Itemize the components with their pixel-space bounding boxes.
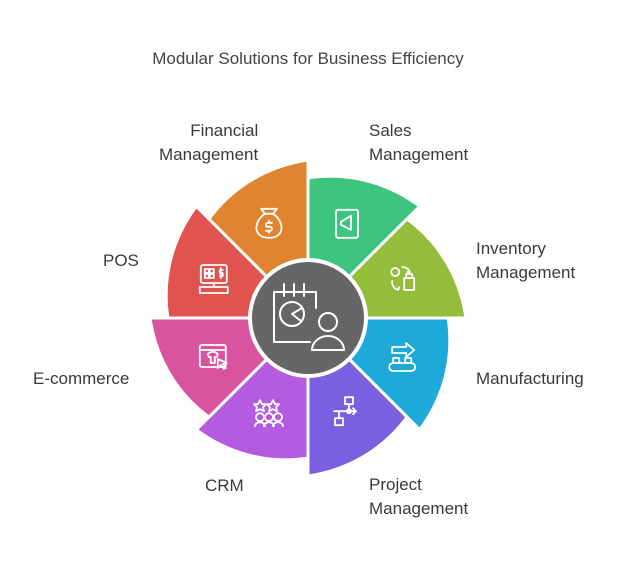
flowchart-icon: [333, 396, 357, 427]
calendar-chart-user-icon: [273, 283, 345, 351]
diagram-title: Modular Solutions for Business Efficienc…: [152, 49, 464, 68]
label-crm: CRM: [205, 476, 244, 495]
label-pos: POS: [103, 251, 139, 270]
megaphone-document-icon: [335, 208, 359, 239]
customer-rating-icon: [253, 399, 284, 428]
center-hub: [248, 258, 368, 378]
label-ecommerce: E-commerce: [33, 369, 130, 388]
inventory-cycle-icon: [390, 266, 416, 291]
online-shop-icon: [198, 344, 228, 370]
conveyor-belt-icon: [388, 342, 417, 372]
cash-register-icon: [198, 264, 229, 294]
label-manufacturing: Manufacturing: [476, 369, 584, 388]
money-bag-icon: [255, 207, 283, 239]
